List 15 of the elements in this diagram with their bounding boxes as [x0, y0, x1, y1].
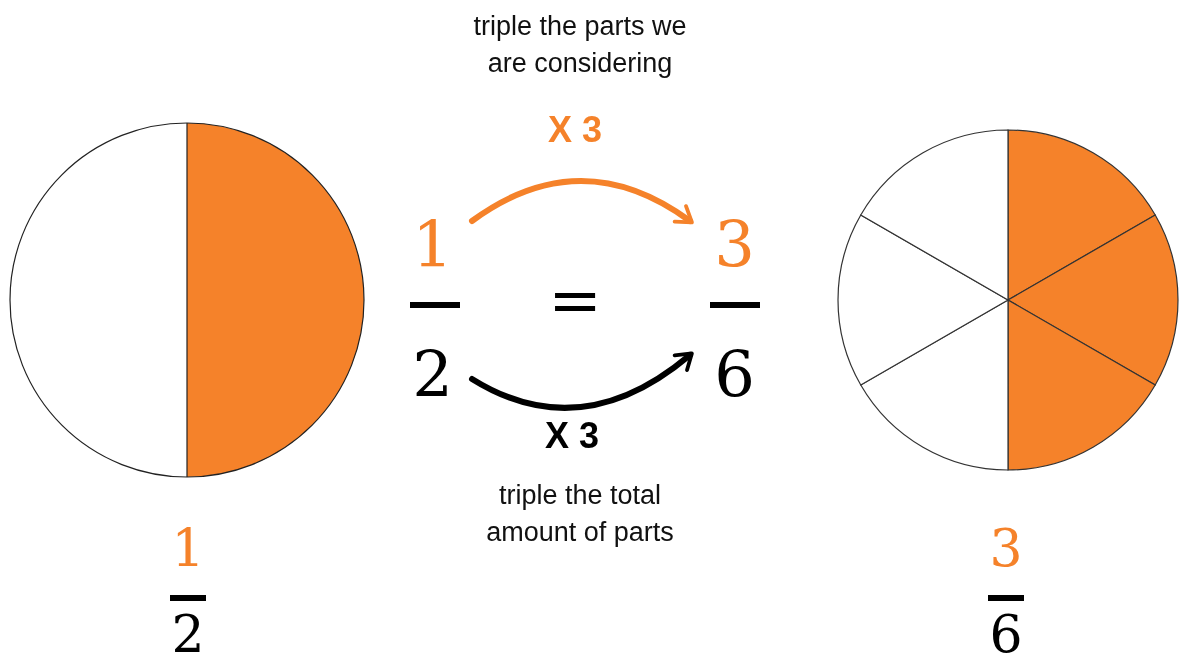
fraction-number: 2 — [170, 608, 206, 660]
fraction-number: 1 — [395, 205, 470, 285]
fraction-number: 1 — [170, 522, 206, 574]
equals-sign: = — [547, 270, 603, 330]
fraction-number: 3 — [988, 522, 1024, 574]
fraction-number: 2 — [395, 335, 470, 415]
edge-label: X 3 — [545, 418, 600, 454]
edge-label: X 3 — [548, 112, 603, 148]
curved-arrow — [469, 178, 694, 225]
annotation-text: triple the parts we are considering — [472, 10, 688, 80]
annotation-text: triple the total amount of parts — [485, 479, 675, 549]
curved-arrow — [469, 351, 694, 411]
fraction-number: 6 — [697, 335, 772, 415]
fraction-number: 3 — [697, 205, 772, 285]
fraction-number: 6 — [988, 608, 1024, 660]
